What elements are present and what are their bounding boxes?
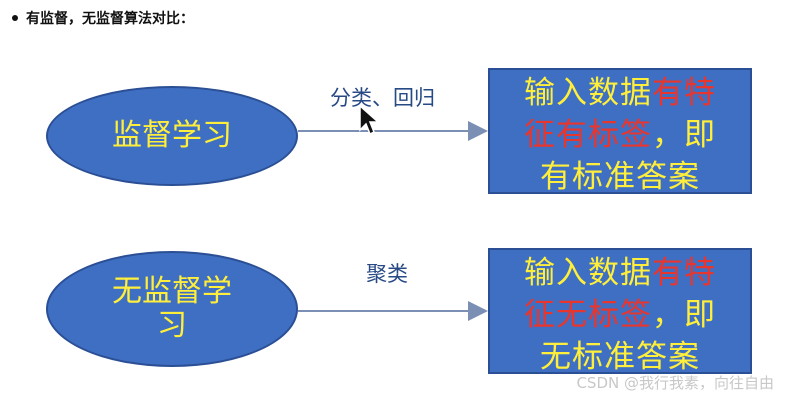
unsupervised-label-line2: 习 — [157, 308, 187, 343]
heading-line: 有监督，无监督算法对比： — [8, 8, 194, 28]
unsupervised-desc-line2: 征无标签，即 — [524, 297, 716, 333]
unsupervised-description-box: 输入数据有特 征无标签，即 无标准答案 — [488, 248, 752, 375]
supervised-desc-line3: 有标准答案 — [540, 159, 700, 195]
unsupervised-learning-label: 无监督学 习 — [72, 273, 272, 344]
supervised-desc-line1: 输入数据有特 — [524, 75, 716, 111]
supervised-desc-line2: 征有标签，即 — [524, 117, 716, 153]
unsupervised-label-line1: 无监督学 — [112, 273, 232, 309]
classification-regression-label: 分类、回归 — [330, 86, 435, 110]
clustering-label: 聚类 — [366, 262, 408, 286]
bullet-icon — [12, 15, 18, 21]
supervised-learning-ellipse: 监督学习 — [46, 86, 298, 186]
watermark: CSDN @我行我素，向往自由 — [576, 374, 774, 392]
supervised-learning-label: 监督学习 — [112, 117, 232, 153]
heading-text: 有监督，无监督算法对比： — [26, 11, 194, 27]
mouse-pointer-icon — [359, 104, 380, 136]
supervised-description-box: 输入数据有特 征有标签，即 有标准答案 — [488, 68, 752, 195]
unsupervised-learning-ellipse: 无监督学 习 — [46, 251, 298, 367]
unsupervised-desc-line1: 输入数据有特 — [524, 255, 716, 291]
unsupervised-desc-line3: 无标准答案 — [540, 339, 700, 375]
